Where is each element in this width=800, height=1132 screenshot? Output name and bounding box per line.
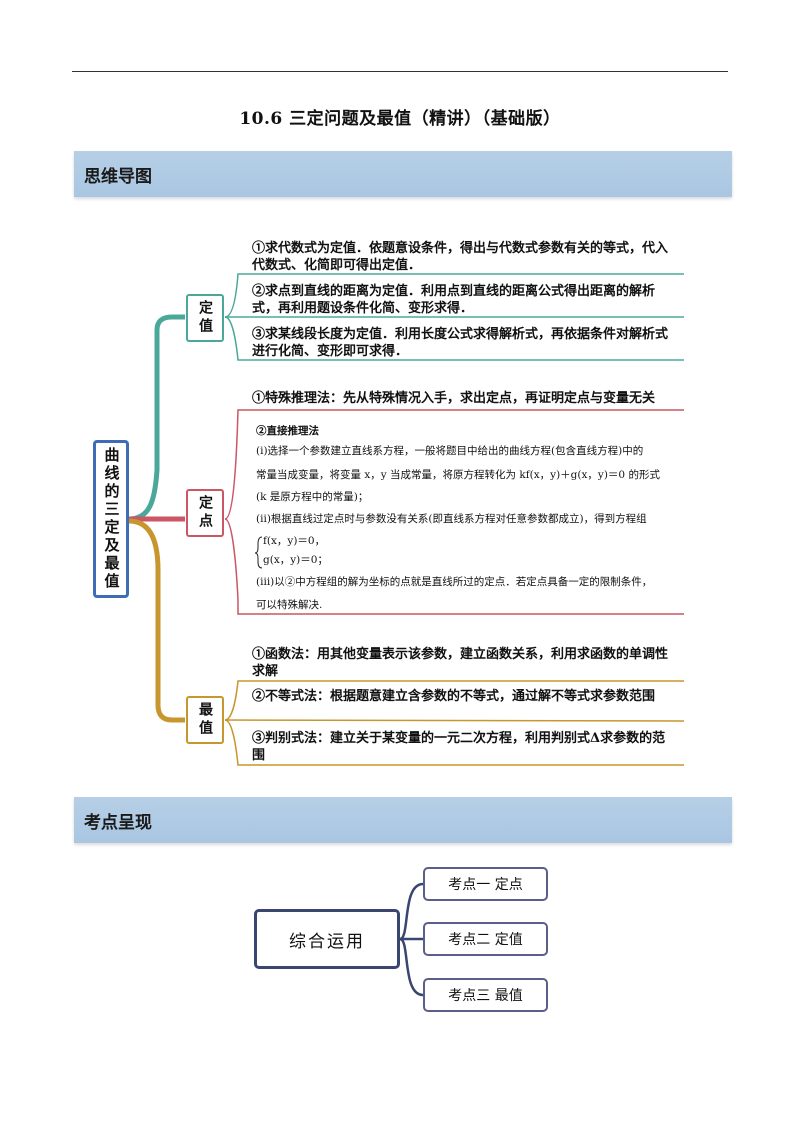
connector-exam-3 [399, 937, 424, 997]
exam-point-3: 考点三 最值 [423, 978, 548, 1012]
detail-line-2: 常量当成变量，将变量 x，y 当成常量，将原方程转化为 kf(x，y)＋g(x，… [256, 469, 660, 481]
connector-zuizhi [128, 518, 185, 723]
connector-leaf-5 [224, 518, 684, 615]
section-header-mindmap: 思维导图 [74, 151, 732, 197]
branch-dingdian: 定点 [186, 489, 224, 537]
leaf-zuizhi-1: ①函数法：用其他变量表示该参数，建立函数关系，利用求函数的单调性求解 [252, 647, 669, 679]
exam-point-1: 考点一 定点 [423, 867, 548, 901]
detail-line-6: g(x，y)＝0； [263, 554, 328, 566]
branch-label: 定点 [197, 495, 213, 531]
connector-leaf-7 [224, 719, 685, 722]
leaf-dingzhi-3: ③求某线段长度为定值．利用长度公式求得解析式，再依据条件对解析式进行化简、变形即… [252, 327, 669, 359]
header-rule [72, 71, 728, 72]
leaf-zuizhi-3: ③判别式法：建立关于某变量的一元二次方程，利用判别式Δ求参数的范围 [252, 731, 666, 763]
detail-line-8: 可以特殊解决. [256, 599, 323, 611]
mindmap-root: 曲线的三定及最值 [93, 440, 129, 598]
detail-line-1: (i)选择一个参数建立直线系方程，一般将题目中给出的曲线方程(包含直线方程)中的 [256, 445, 644, 457]
connector-exam-1 [399, 882, 424, 941]
exam-point-2: 考点二 定值 [423, 922, 548, 956]
section-title: 思维导图 [84, 167, 152, 187]
section-title: 考点呈现 [84, 813, 152, 833]
mindmap-root-label: 曲线的三定及最值 [102, 447, 121, 591]
exam-points-root: 综合运用 [254, 909, 400, 969]
connector-leaf-8 [224, 719, 684, 766]
leaf-dingdian-1: ①特殊推理法：先从特殊情况入手，求出定点，再证明定点与变量无关 [252, 391, 656, 406]
equation-brace [254, 536, 263, 569]
detail-line-3: (k 是原方程中的常量)； [256, 491, 369, 503]
leaf-dingzhi-1: ①求代数式为定值．依题意设条件，得出与代数式参数有关的等式，代入代数式、化简即可… [252, 241, 669, 273]
connector-leaf-3 [224, 316, 684, 361]
leaf-dingzhi-2: ②求点到直线的距离为定值．利用点到直线的距离公式得出距离的解析式，再利用题设条件… [252, 284, 656, 316]
branch-dingzhi: 定值 [186, 294, 224, 342]
leaf-dingdian-2: ②直接推理法 [256, 425, 319, 437]
detail-line-5: f(x，y)＝0， [263, 535, 326, 547]
branch-label: 最值 [197, 702, 213, 738]
connector-leaf-4 [224, 409, 684, 520]
page-title: 10.6 三定问题及最值（精讲）（基础版） [239, 109, 561, 129]
connector-leaf-6 [224, 680, 684, 721]
section-header-exam-points: 考点呈现 [74, 797, 732, 843]
detail-line-7: (iii)以②中方程组的解为坐标的点就是直线所过的定点．若定点具备一定的限制条件… [256, 576, 653, 588]
leaf-zuizhi-2: ②不等式法：根据题意建立含参数的不等式，通过解不等式求参数范围 [252, 689, 656, 704]
detail-line-4: (ii)根据直线过定点时与参数没有关系(即直线系方程对任意参数都成立)，得到方程… [256, 513, 647, 525]
branch-label: 定值 [197, 300, 213, 336]
connector-dingzhi [128, 314, 185, 522]
branch-zuizhi: 最值 [186, 696, 224, 744]
